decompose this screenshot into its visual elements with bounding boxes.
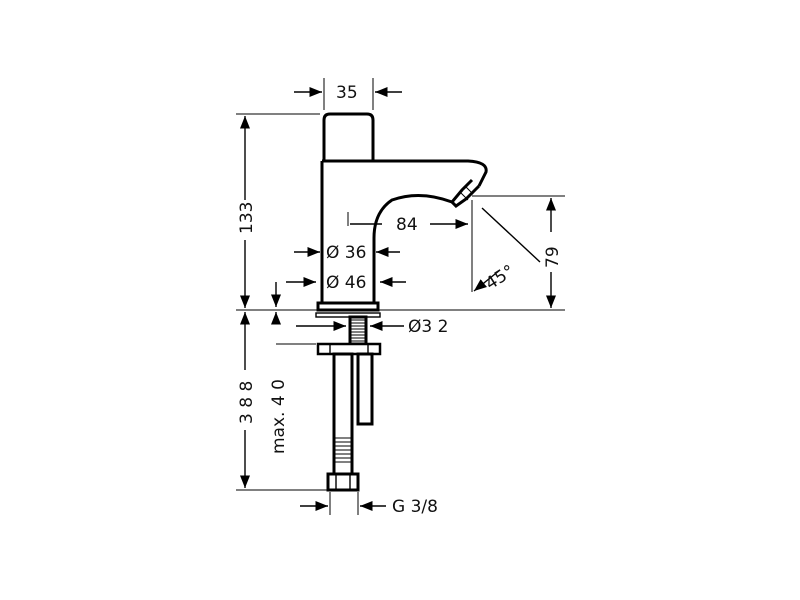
- reference-lines: [236, 78, 565, 515]
- dim-spout-height: 79: [543, 246, 563, 268]
- dim-max-thickness: max. 4 0: [269, 379, 289, 454]
- dim-outer-diameter: Ø 46: [326, 273, 366, 293]
- dim-spout-reach: 84: [396, 215, 418, 235]
- gasket: [315, 312, 381, 318]
- dim-spout-angle: 45°: [482, 261, 518, 294]
- aerator: [449, 178, 481, 208]
- fixing-rod: [356, 352, 374, 426]
- faucet-body: [316, 112, 488, 312]
- dim-body-height: 133: [237, 202, 257, 234]
- spout: [322, 159, 488, 187]
- spout-underside: [372, 194, 453, 303]
- connection-nut: [326, 472, 360, 492]
- push-button-cap: [322, 112, 375, 163]
- dimension-lines: [239, 86, 557, 512]
- dim-shank-diameter: Ø3 2: [408, 317, 448, 337]
- mounting-assembly: [315, 312, 382, 492]
- dim-shank-length: 3 8 8: [237, 381, 257, 424]
- dim-connection-thread: G 3/8: [392, 497, 438, 517]
- dim-top-width: 35: [336, 83, 358, 103]
- dim-inner-diameter: Ø 36: [326, 243, 366, 263]
- base-ring: [316, 301, 380, 312]
- threaded-shank: [348, 315, 368, 346]
- supply-hose: [332, 352, 354, 476]
